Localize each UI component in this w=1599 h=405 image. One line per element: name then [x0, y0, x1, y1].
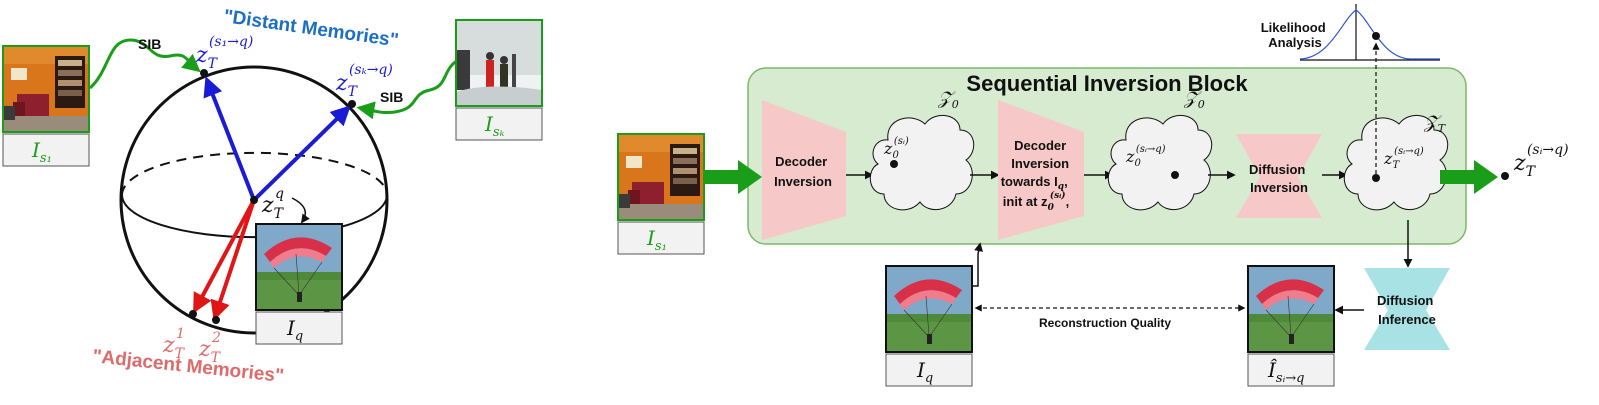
- likelihood-plot: [1299, 4, 1440, 61]
- image-s1-left: [2, 45, 90, 133]
- z-distant-1-label: zT(s₁→q): [195, 34, 253, 72]
- decoder-inversion-label: Decoder Inversion: [774, 154, 832, 189]
- diffusion-inference-block: [1364, 268, 1450, 350]
- cloud-zT-siq: [1343, 115, 1449, 211]
- output-z-label: zT(sᵢ→q): [1513, 142, 1569, 180]
- zT-set-label: 𝒵T: [1423, 112, 1447, 135]
- decoder-inversion-towards-block: [998, 100, 1084, 240]
- caption-s1-left: 𝐼s₁: [2, 133, 90, 167]
- caption-s1-right: 𝐼s₁: [617, 221, 705, 255]
- decoder-inversion-block: [762, 100, 846, 240]
- caption-sk: 𝐼sₖ: [455, 107, 543, 141]
- adjacent-memories-label: "Adjacent Memories": [91, 346, 284, 387]
- cloud-z0-si: [869, 115, 975, 211]
- point-zT-siq: [1372, 174, 1380, 182]
- svg-text:𝐼q: 𝐼q: [286, 316, 303, 344]
- arrow-query-to-decoder: [972, 242, 984, 287]
- z-query-label: zTq: [261, 186, 285, 222]
- svg-text:𝐼s₁: 𝐼s₁: [31, 138, 52, 166]
- arrow-distant-1: [203, 76, 256, 201]
- right-panel: Sequential Inversion Block 𝐼s₁ Decoder I…: [617, 4, 1569, 387]
- z0-set-label-1: 𝒵0: [937, 88, 959, 111]
- point-likelihood: [1372, 32, 1380, 40]
- image-query-left: [255, 223, 343, 311]
- block-title: Sequential Inversion Block: [966, 71, 1248, 96]
- z0-set-label-2: 𝒵0: [1183, 88, 1205, 111]
- likelihood-label: Likelihood Analysis: [1261, 20, 1330, 50]
- caption-query-left: 𝐼q: [255, 311, 343, 345]
- svg-text:𝐼q: 𝐼q: [916, 358, 933, 386]
- cloud3-z-label: zT(sᵢ→q): [1383, 146, 1424, 171]
- sib-label-right: SIB: [380, 89, 403, 105]
- image-reconstructed: [1247, 265, 1335, 353]
- arrow-distant-k: [252, 105, 351, 202]
- sib-curve-left: [88, 38, 201, 90]
- point-z2-adjacent: [212, 316, 220, 324]
- arrow-adjacent-1: [193, 199, 256, 314]
- cloud1-z-label: z0(sᵢ): [883, 136, 909, 161]
- arrow-adjacent-2: [210, 199, 256, 321]
- decoder-inversion-towards-label: Decoder Inversion towards Iq, init at z0…: [1001, 138, 1073, 213]
- diffusion-inversion-label: Diffusion Inversion: [1249, 162, 1309, 195]
- point-output: [1501, 172, 1509, 180]
- point-z0-si: [890, 160, 898, 168]
- point-z1-distant: [200, 69, 208, 77]
- image-sk: [455, 19, 543, 107]
- caption-query-right: 𝐼q: [885, 353, 973, 387]
- point-zk-distant: [348, 100, 356, 108]
- input-arrow: [704, 160, 762, 194]
- sib-label-left: SIB: [138, 36, 161, 52]
- image-s1-right: [617, 133, 705, 221]
- self-loop-arrow: [291, 197, 310, 224]
- reconstruction-quality-label: Reconstruction Quality: [1039, 316, 1171, 330]
- point-z0-siq: [1171, 171, 1179, 179]
- output-arrow: [1440, 160, 1498, 194]
- z-adjacent-2-label: zT2: [198, 330, 222, 366]
- z-adjacent-1-label: zT1: [162, 326, 186, 362]
- caption-reconstructed: Îsᵢ→q: [1247, 353, 1335, 387]
- cloud-z0-siq: [1107, 115, 1213, 211]
- sphere-equator-back: [121, 151, 388, 196]
- cloud2-z-label: z0(sᵢ→q): [1125, 144, 1166, 169]
- sib-curve-right: [356, 58, 459, 120]
- svg-text:Îsᵢ→q: Îsᵢ→q: [1267, 358, 1304, 386]
- sphere-equator-front: [121, 194, 388, 239]
- diffusion-inference-label: Diffusion Inference: [1377, 293, 1437, 327]
- point-z1-adjacent: [189, 310, 197, 318]
- z-distant-k-label: zT(sₖ→q): [335, 62, 393, 100]
- diffusion-inversion-block: [1236, 134, 1322, 218]
- svg-text:𝐼sₖ: 𝐼sₖ: [484, 112, 505, 140]
- image-query-right: [885, 265, 973, 353]
- point-zq: [250, 196, 258, 204]
- left-panel: "Distant Memories" "Adjacent Memories" S…: [2, 6, 543, 387]
- svg-text:𝐼s₁: 𝐼s₁: [646, 226, 667, 254]
